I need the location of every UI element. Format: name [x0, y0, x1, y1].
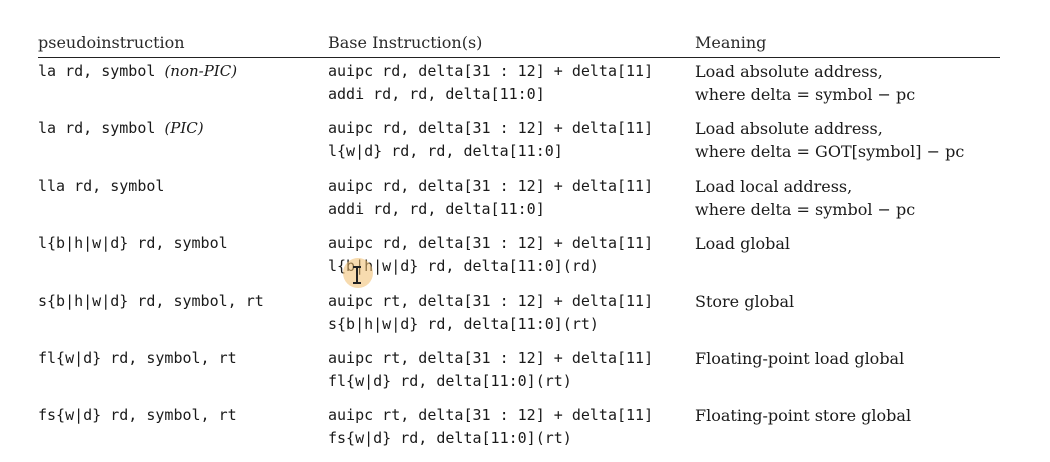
pseudo-text: s{b|h|w|d} rd, symbol, rt	[38, 291, 264, 310]
base-line: addi rd, rd, delta[11:0]	[328, 85, 545, 103]
base-line: fl{w|d} rd, delta[11:0](rt)	[328, 371, 572, 390]
base-cell: auipc rt, delta[31 : 12] + delta[11] fs{w…	[328, 404, 688, 450]
table-row: fs{w|d} rd, symbol, rt auipc rt, delta[3…	[38, 404, 1000, 461]
meaning-line: where delta = symbol − pc	[695, 85, 916, 104]
base-cell: auipc rd, delta[31 : 12] + delta[11] addi…	[328, 60, 688, 106]
meaning-line: Store global	[695, 291, 795, 311]
meaning-line: where delta = GOT[symbol] − pc	[695, 142, 965, 162]
meaning-line: Load global	[695, 234, 791, 254]
table-row: la rd, symbol (PIC) auipc rd, delta[31 :…	[38, 117, 1000, 174]
base-cell: auipc rt, delta[31 : 12] + delta[11] fl{w…	[328, 347, 688, 393]
meaning-cell: Store global	[695, 290, 1000, 313]
header-base-instructions: Base Instruction(s)	[328, 33, 483, 52]
table-body: la rd, symbol (non-PIC) auipc rd, delta[…	[38, 60, 1000, 462]
header-rule	[38, 57, 1000, 58]
base-line: auipc rd, delta[31 : 12] + delta[11]	[328, 62, 654, 80]
pseudo-text: lla rd, symbol	[38, 176, 165, 195]
base-line: l{b|h|w|d} rd, delta[11:0](rd)	[328, 257, 599, 276]
base-line: auipc rt, delta[31 : 12] + delta[11]	[328, 291, 654, 310]
base-line: s{b|h|w|d} rd, delta[11:0](rt)	[328, 314, 599, 333]
meaning-cell: Floating-point load global	[695, 347, 1000, 370]
base-cell: auipc rt, delta[31 : 12] + delta[11] s{b|…	[328, 290, 688, 336]
pseudo-text: l{b|h|w|d} rd, symbol	[38, 234, 228, 253]
meaning-cell: Load absolute address, where delta = GOT[…	[695, 117, 1000, 163]
pseudo-text: la rd, symbol	[38, 119, 165, 138]
pseudo-cell: fl{w|d} rd, symbol, rt	[38, 347, 323, 370]
base-line: addi rd, rd, delta[11:0]	[328, 199, 545, 218]
pseudo-cell: l{b|h|w|d} rd, symbol	[38, 232, 323, 255]
base-line: auipc rd, delta[31 : 12] + delta[11]	[328, 234, 654, 253]
table-row: lla rd, symbol auipc rd, delta[31 : 12] …	[38, 175, 1000, 232]
pseudo-cell: la rd, symbol (non-PIC)	[38, 60, 323, 83]
table-row: s{b|h|w|d} rd, symbol, rt auipc rt, delt…	[38, 290, 1000, 347]
meaning-cell: Load local address, where delta = symbol …	[695, 175, 1000, 221]
meaning-line: Floating-point load global	[695, 348, 905, 368]
header-pseudoinstruction: pseudoinstruction	[38, 33, 185, 52]
table-row: l{b|h|w|d} rd, symbol auipc rd, delta[31…	[38, 232, 1000, 289]
base-line: auipc rt, delta[31 : 12] + delta[11]	[328, 348, 654, 367]
pseudo-note: (PIC)	[164, 119, 204, 138]
text-cursor-icon	[353, 266, 361, 284]
pseudo-cell: lla rd, symbol	[38, 175, 323, 198]
pseudo-text: fl{w|d} rd, symbol, rt	[38, 348, 237, 367]
pseudo-text: fs{w|d} rd, symbol, rt	[38, 406, 237, 425]
pseudoinstruction-table: pseudoinstruction Base Instruction(s) Me…	[38, 31, 1000, 447]
base-line: auipc rd, delta[31 : 12] + delta[11]	[328, 119, 654, 138]
meaning-line: Load local address,	[695, 176, 853, 196]
pseudo-text: la rd, symbol	[38, 62, 165, 80]
base-line: auipc rd, delta[31 : 12] + delta[11]	[328, 176, 654, 195]
meaning-cell: Load absolute address, where delta = symb…	[695, 60, 1000, 106]
pseudo-cell: la rd, symbol (PIC)	[38, 117, 323, 140]
base-cell: auipc rd, delta[31 : 12] + delta[11] addi…	[328, 175, 688, 221]
pseudo-cell: fs{w|d} rd, symbol, rt	[38, 404, 323, 427]
base-line: auipc rt, delta[31 : 12] + delta[11]	[328, 406, 654, 425]
pseudo-cell: s{b|h|w|d} rd, symbol, rt	[38, 290, 323, 313]
base-cell: auipc rd, delta[31 : 12] + delta[11] l{b|…	[328, 232, 688, 278]
table-header: pseudoinstruction Base Instruction(s) Me…	[38, 31, 1000, 55]
table-row: la rd, symbol (non-PIC) auipc rd, delta[…	[38, 60, 1000, 117]
base-cell: auipc rd, delta[31 : 12] + delta[11] l{w|…	[328, 117, 688, 163]
base-line: fs{w|d} rd, delta[11:0](rt)	[328, 429, 572, 448]
meaning-line: Load absolute address,	[695, 119, 883, 139]
base-line: l{w|d} rd, rd, delta[11:0]	[328, 142, 563, 161]
meaning-line: Load absolute address,	[695, 62, 883, 81]
meaning-line: Floating-point store global	[695, 406, 912, 426]
meaning-cell: Load global	[695, 232, 1000, 255]
meaning-cell: Floating-point store global	[695, 404, 1000, 427]
table-row: fl{w|d} rd, symbol, rt auipc rt, delta[3…	[38, 347, 1000, 404]
header-meaning: Meaning	[695, 33, 767, 52]
meaning-line: where delta = symbol − pc	[695, 199, 916, 219]
pseudo-note: (non-PIC)	[164, 62, 238, 80]
